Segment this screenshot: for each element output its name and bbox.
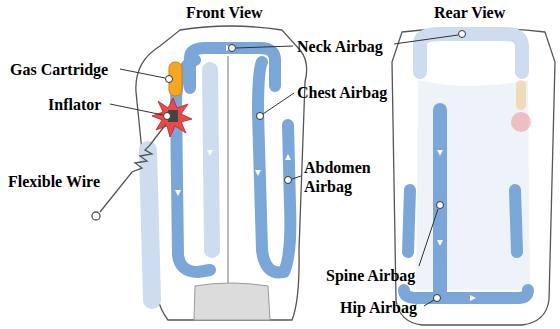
flow-arrow	[255, 170, 261, 176]
inflator-ghost	[511, 112, 531, 132]
front-jacket	[136, 26, 307, 320]
leader-lines	[110, 104, 163, 115]
leader-lines	[459, 31, 466, 38]
part-label: Inflator	[48, 95, 101, 114]
flexible-wire	[92, 212, 100, 220]
front-jacket	[136, 26, 307, 320]
front-airbags	[148, 45, 291, 300]
inflator-ghost	[511, 80, 531, 132]
flow-arrow	[437, 150, 476, 301]
leader-lines	[120, 69, 165, 78]
inflator-ghost	[516, 80, 526, 110]
rear-airbags	[433, 110, 447, 292]
part-label: Flexible Wire	[8, 172, 100, 191]
rear-jacket	[392, 28, 555, 325]
leader-lines	[166, 76, 173, 83]
flow-arrow	[437, 240, 443, 246]
rear-airbags	[408, 190, 410, 252]
view-title: Rear View	[434, 3, 505, 22]
leader-lines	[236, 46, 293, 48]
leader-lines	[292, 176, 301, 179]
part-label: Hip Airbag	[340, 298, 417, 317]
part-label: Gas Cartridge	[10, 60, 108, 79]
front-airbags	[148, 150, 152, 300]
rear-airbags	[404, 34, 531, 301]
flow-arrow	[207, 150, 213, 156]
leader-lines	[434, 295, 441, 302]
leader-lines	[285, 177, 292, 184]
flexible-wire	[100, 124, 166, 212]
inflator	[152, 98, 192, 137]
front-jacket	[228, 56, 229, 292]
rear-airbags	[515, 190, 517, 252]
flow-arrow	[175, 45, 291, 196]
rear-airbags	[404, 290, 528, 298]
rear-airbags	[420, 34, 522, 72]
part-label: Spine Airbag	[326, 266, 415, 285]
flexible-wire	[92, 124, 166, 220]
leader-lines	[110, 31, 466, 307]
inflator	[152, 98, 192, 137]
leader-lines	[164, 113, 171, 120]
leader-lines	[424, 300, 434, 306]
leader-lines	[437, 202, 444, 209]
part-label: Abdomen Airbag	[304, 158, 378, 196]
part-label: Neck Airbag	[297, 37, 383, 56]
flow-arrow	[285, 154, 291, 160]
leader-lines	[394, 35, 458, 44]
leader-lines	[257, 113, 264, 120]
flow-arrow	[175, 190, 181, 196]
rear-jacket	[392, 28, 555, 325]
leader-lines	[263, 93, 294, 114]
flow-arrow	[470, 295, 476, 301]
leader-lines	[419, 209, 438, 266]
front-airbags	[210, 70, 212, 250]
flow-arrow	[437, 150, 443, 156]
front-airbags	[258, 62, 290, 273]
front-jacket	[194, 283, 270, 320]
leader-lines	[229, 45, 236, 52]
part-label: Chest Airbag	[297, 83, 387, 102]
view-title: Front View	[186, 3, 263, 22]
